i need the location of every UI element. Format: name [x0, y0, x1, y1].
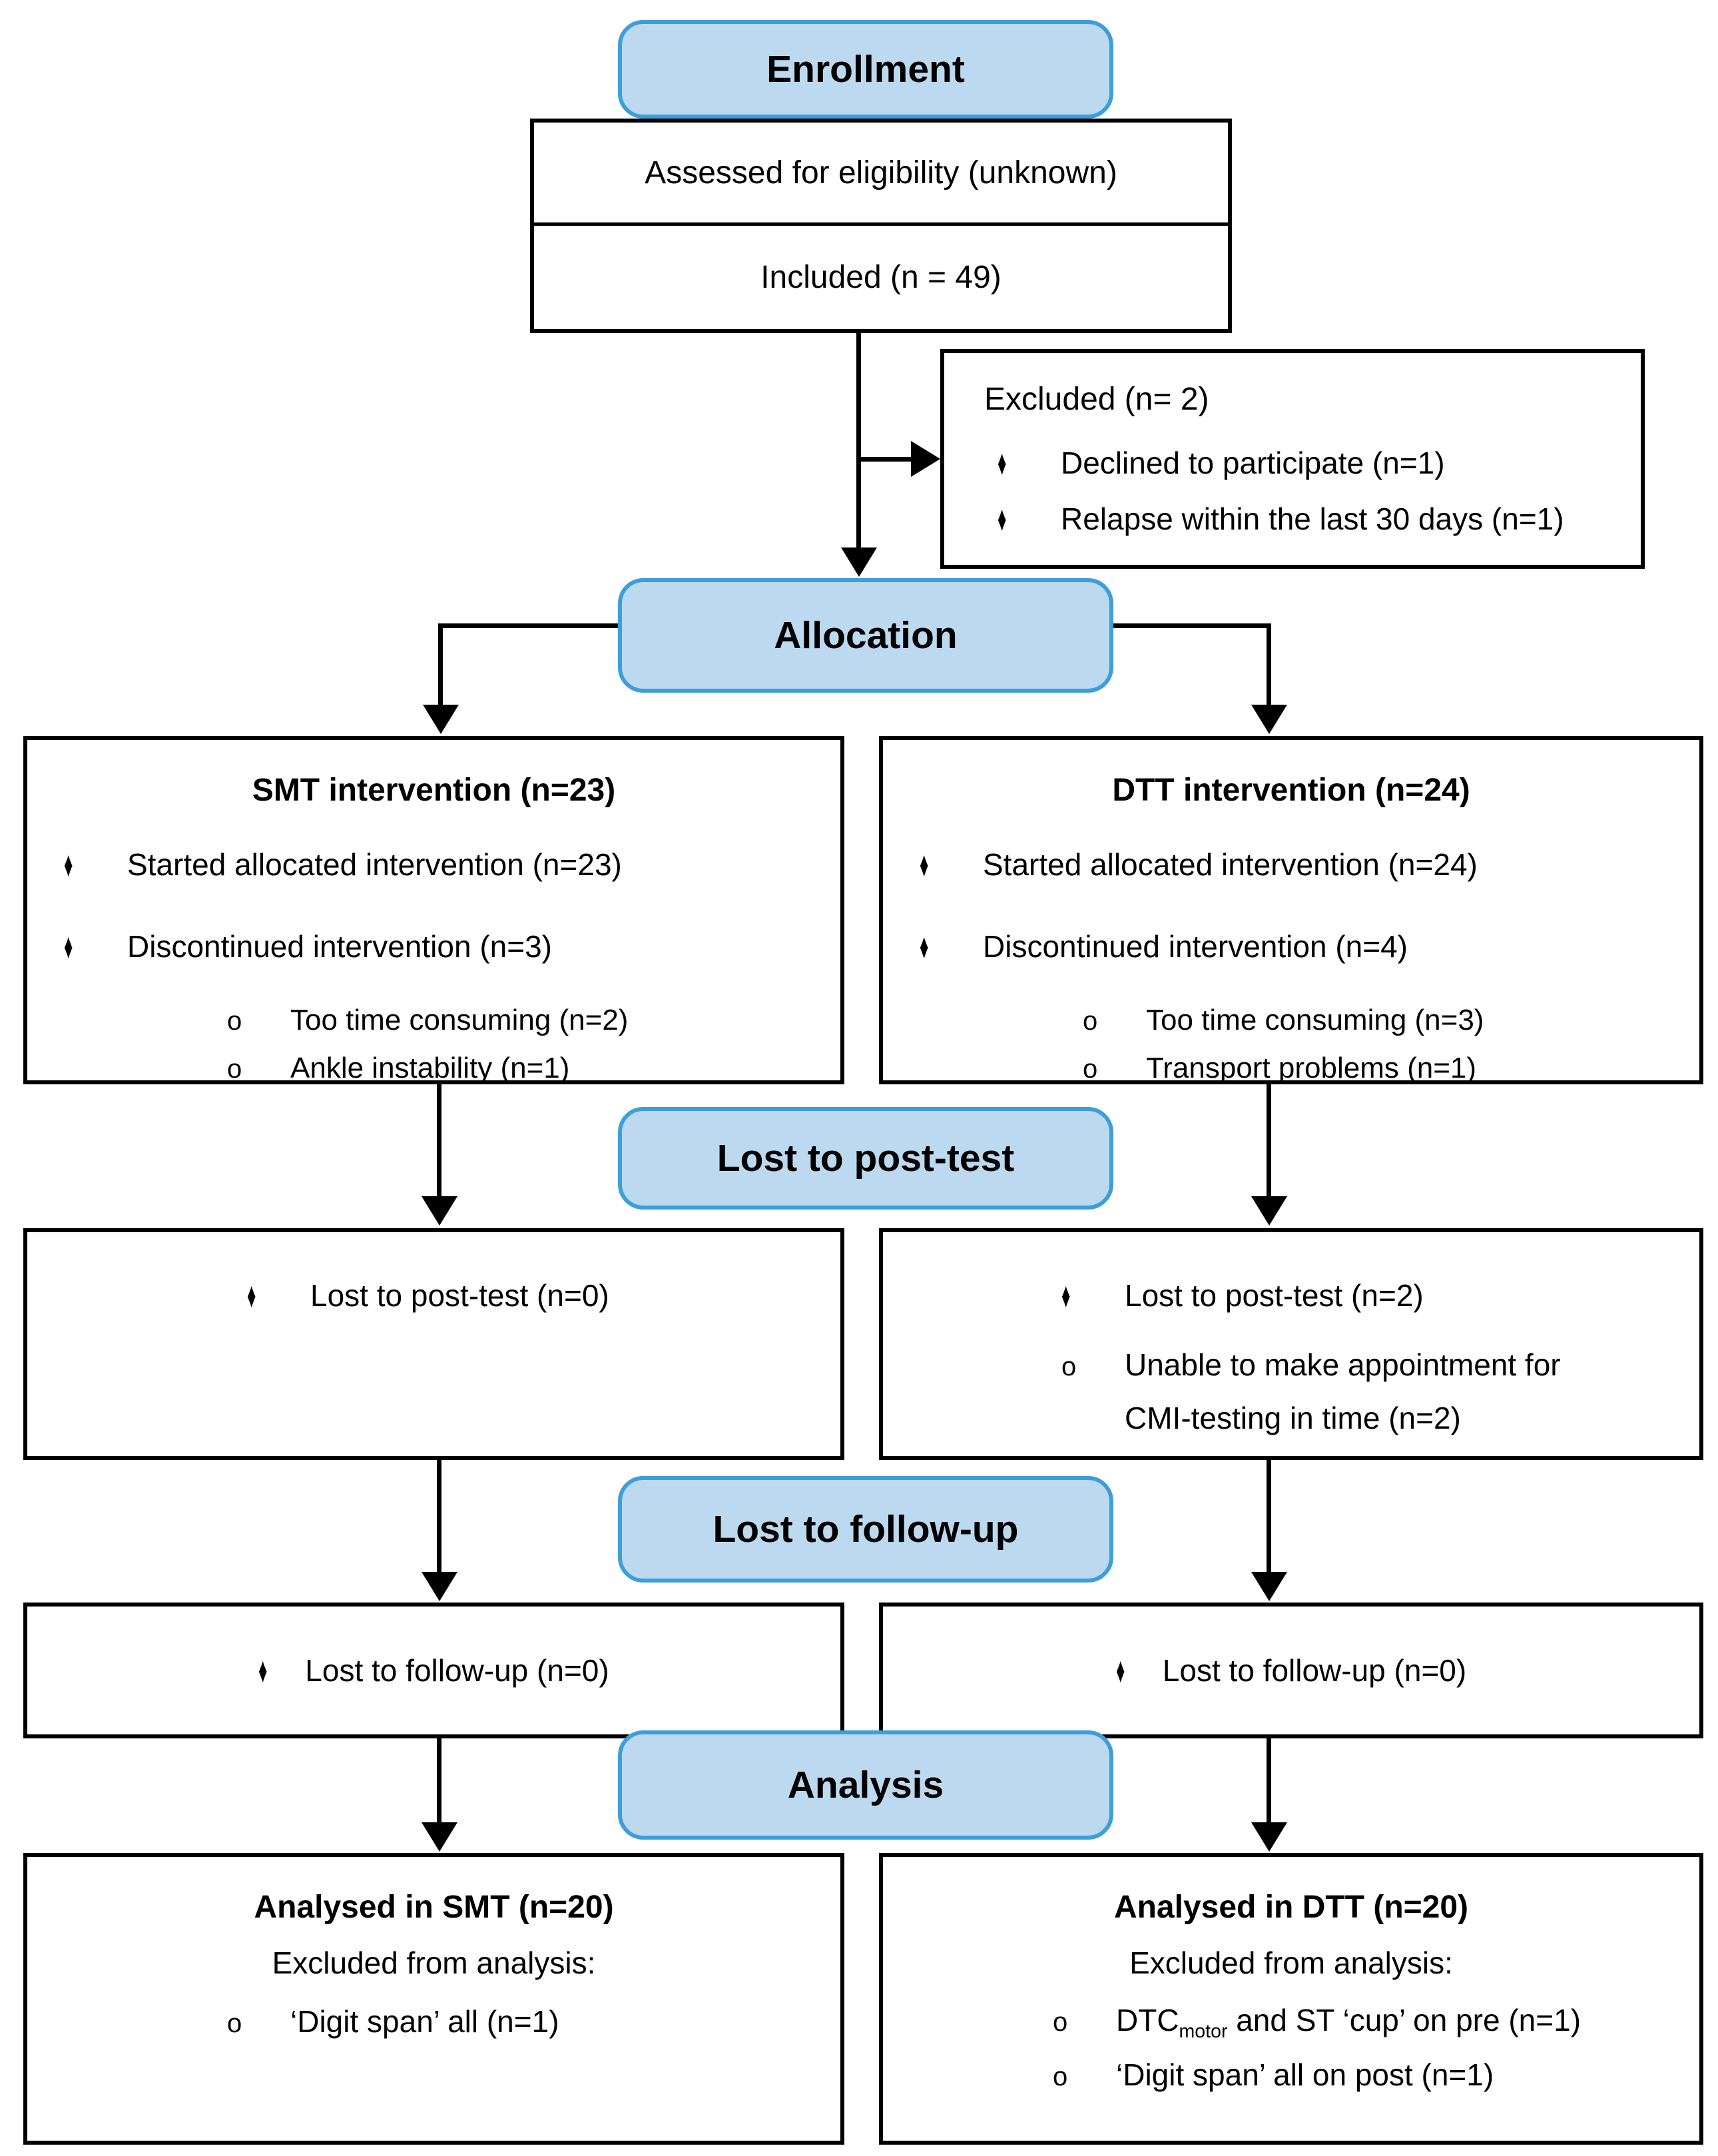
- connector-lostfu-to-analysis-left: [437, 1733, 441, 1825]
- connector-allocation-left: [441, 623, 619, 628]
- diamond-bullet-icon: ♦: [64, 845, 73, 885]
- diamond-bullet-icon: ♦: [1115, 1650, 1125, 1690]
- lost-post-dtt-reason-cont: CMI-testing in time (n=2): [1125, 1401, 1461, 1435]
- circle-bullet-icon: o: [1053, 2007, 1068, 2037]
- stage-label-lost-to-post-test: Lost to post-test: [618, 1107, 1113, 1210]
- assessed-row: Assessed for eligibility (unknown): [534, 123, 1228, 226]
- analysed-smt-box: Analysed in SMT (n=20) Excluded from ana…: [23, 1853, 844, 2145]
- stage-label-text: Lost to post-test: [716, 1137, 1015, 1180]
- connector-branch-excluded: [859, 457, 914, 462]
- dtt-sub-bullet: Too time consuming (n=3): [1146, 1004, 1484, 1036]
- connector-lostfu-to-analysis-right: [1267, 1733, 1271, 1825]
- lost-follow-up-dtt-box: ♦ Lost to follow-up (n=0): [879, 1603, 1703, 1738]
- arrowhead-lostpost-dtt: [1251, 1196, 1287, 1226]
- stage-label-allocation: Allocation: [618, 578, 1113, 693]
- diamond-bullet-icon: ♦: [998, 444, 1007, 483]
- analysed-dtt-box: Analysed in DTT (n=20) Excluded from ana…: [879, 1853, 1703, 2145]
- lost-fu-smt-text: Lost to follow-up (n=0): [305, 1652, 609, 1688]
- excluded-item: Relapse within the last 30 days (n=1): [1061, 502, 1564, 536]
- analysed-dtt-excluded-item-2: ‘Digit span’ all on post (n=1): [1116, 2057, 1494, 2092]
- lost-follow-up-smt-box: ♦ Lost to follow-up (n=0): [23, 1603, 844, 1738]
- diamond-bullet-icon: ♦: [998, 500, 1007, 539]
- connector-allocation-right: [1104, 623, 1269, 628]
- analysed-smt-excluded-item: ‘Digit span’ all (n=1): [290, 2004, 559, 2039]
- connector-allocation-left-drop: [438, 623, 443, 707]
- circle-bullet-icon: o: [227, 1054, 242, 1084]
- excluded-item: Declined to participate (n=1): [1061, 446, 1445, 480]
- diamond-bullet-icon: ♦: [920, 927, 929, 966]
- diamond-bullet-icon: ♦: [258, 1650, 268, 1690]
- arrowhead-analysis-dtt: [1251, 1822, 1287, 1852]
- circle-bullet-icon: o: [1061, 1352, 1077, 1381]
- stage-label-text: Analysis: [787, 1764, 944, 1806]
- excluded-title: Excluded (n= 2): [984, 382, 1209, 417]
- included-row: Included (n = 49): [534, 226, 1228, 329]
- stage-label-lost-to-follow-up: Lost to follow-up: [618, 1476, 1113, 1583]
- circle-bullet-icon: o: [1053, 2062, 1068, 2091]
- lost-post-test-smt-box: ♦ Lost to post-test (n=0): [23, 1228, 844, 1460]
- lost-post-dtt-text: Lost to post-test (n=2): [1125, 1278, 1424, 1313]
- diamond-bullet-icon: ♦: [247, 1276, 256, 1315]
- arrowhead-analysis-smt: [422, 1822, 457, 1852]
- circle-bullet-icon: o: [227, 2009, 242, 2038]
- stage-label-text: Lost to follow-up: [713, 1508, 1019, 1551]
- circle-bullet-icon: o: [1083, 1006, 1098, 1036]
- analysed-dtt-subtitle: Excluded from analysis:: [1129, 1946, 1453, 1980]
- connector-smt-to-lostpost: [437, 1079, 441, 1198]
- assessed-included-box: Assessed for eligibility (unknown) Inclu…: [530, 119, 1232, 333]
- smt-title: SMT intervention (n=23): [252, 773, 616, 808]
- stage-label-text: Allocation: [774, 614, 958, 657]
- arrowhead-lostpost-smt: [422, 1196, 457, 1226]
- dtt-bullet: Discontinued intervention (n=4): [983, 929, 1408, 964]
- dtt-bullet: Started allocated intervention (n=24): [983, 847, 1478, 882]
- arrowhead-excluded: [911, 441, 940, 477]
- arrowhead-smt: [423, 705, 459, 734]
- analysed-smt-title: Analysed in SMT (n=20): [254, 1890, 614, 1925]
- analysed-smt-subtitle: Excluded from analysis:: [272, 1946, 596, 1980]
- diamond-bullet-icon: ♦: [64, 927, 73, 966]
- dtt-sub-bullet: Transport problems (n=1): [1146, 1052, 1477, 1084]
- smt-sub-bullet: Ankle instability (n=1): [290, 1052, 570, 1084]
- analysed-dtt-title: Analysed in DTT (n=20): [1113, 1890, 1469, 1925]
- arrowhead-lostfu-smt: [422, 1572, 457, 1601]
- diamond-bullet-icon: ♦: [920, 845, 929, 885]
- smt-sub-bullet: Too time consuming (n=2): [290, 1004, 629, 1036]
- connector-lostpost-to-lostfu-left: [437, 1455, 441, 1575]
- smt-intervention-box: SMT intervention (n=23) ♦ Started alloca…: [23, 736, 844, 1084]
- dtt-intervention-box: DTT intervention (n=24) ♦ Started alloca…: [879, 736, 1703, 1084]
- included-text: Included (n = 49): [760, 260, 1002, 295]
- stage-label-analysis: Analysis: [618, 1730, 1113, 1840]
- lost-post-test-dtt-box: ♦ Lost to post-test (n=2) o Unable to ma…: [879, 1228, 1703, 1460]
- lost-fu-dtt-text: Lost to follow-up (n=0): [1162, 1652, 1467, 1688]
- arrowhead-dtt: [1251, 705, 1287, 734]
- lost-post-dtt-reason: Unable to make appointment for: [1125, 1347, 1561, 1382]
- lost-post-smt-text: Lost to post-test (n=0): [310, 1278, 609, 1313]
- excluded-box: Excluded (n= 2) ♦ Declined to participat…: [940, 349, 1645, 569]
- dtt-title: DTT intervention (n=24): [1112, 773, 1470, 808]
- circle-bullet-icon: o: [1083, 1054, 1098, 1084]
- connector-allocation-right-drop: [1267, 623, 1271, 707]
- assessed-text: Assessed for eligibility (unknown): [645, 155, 1117, 190]
- analysed-dtt-excluded-item-1: DTCmotor and ST ‘cup’ on pre (n=1): [1116, 2003, 1581, 2043]
- smt-bullet: Started allocated intervention (n=23): [127, 847, 622, 882]
- subscript-text: motor: [1179, 2021, 1228, 2043]
- diamond-bullet-icon: ♦: [1061, 1276, 1071, 1315]
- connector-dtt-to-lostpost: [1267, 1079, 1271, 1198]
- stage-label-enrollment: Enrollment: [618, 20, 1113, 119]
- stage-label-text: Enrollment: [766, 48, 965, 91]
- circle-bullet-icon: o: [227, 1006, 242, 1036]
- arrowhead-allocation: [841, 547, 877, 577]
- smt-bullet: Discontinued intervention (n=3): [127, 929, 552, 964]
- connector-included-to-allocation: [856, 328, 861, 550]
- connector-lostpost-to-lostfu-right: [1267, 1455, 1271, 1575]
- arrowhead-lostfu-dtt: [1251, 1572, 1287, 1601]
